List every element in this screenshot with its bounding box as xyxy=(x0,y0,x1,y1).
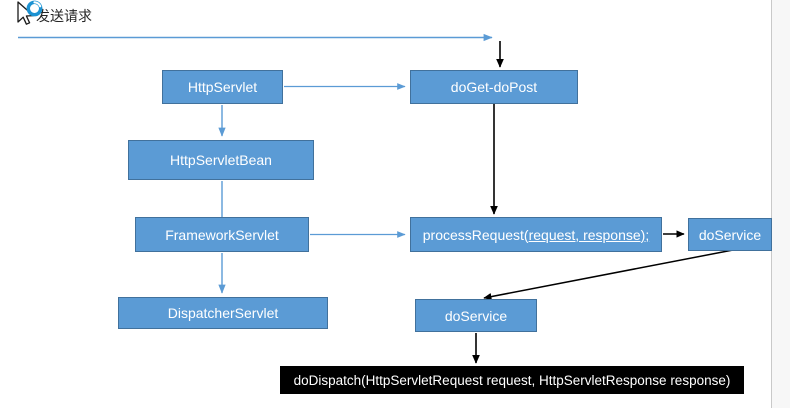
node-label: FrameworkServlet xyxy=(165,226,279,243)
node-http-servlet[interactable]: HttpServlet xyxy=(162,70,283,104)
node-process-request[interactable]: processRequest(request, response); xyxy=(410,217,662,252)
node-do-dispatch-bar[interactable]: doDispatch(HttpServletRequest request, H… xyxy=(280,366,744,394)
node-label: HttpServlet xyxy=(187,79,258,95)
node-label: processRequest( xyxy=(422,226,529,243)
doservice-right-to-lower-arrow xyxy=(483,249,734,301)
bar-label: doDispatch(HttpServletRequest request, H… xyxy=(293,372,731,388)
node-do-service-lower[interactable]: doService xyxy=(415,299,537,332)
node-label: DispatcherServlet xyxy=(167,305,279,321)
node-label: HttpServletBean xyxy=(170,152,272,168)
page-gutter xyxy=(771,0,790,408)
node-label: doService xyxy=(444,307,508,324)
node-do-service-right[interactable]: doService xyxy=(688,218,772,251)
node-do-get-do-post[interactable]: doGet-doPost xyxy=(410,70,578,104)
node-label-underlined: request, response); xyxy=(528,226,650,243)
node-dispatcher-servlet[interactable]: DispatcherServlet xyxy=(118,297,328,329)
node-http-servlet-bean[interactable]: HttpServletBean xyxy=(128,140,314,180)
page-caption: 发送请求 xyxy=(36,8,92,24)
cursor-group xyxy=(14,0,60,32)
loading-spinner-icon xyxy=(26,0,43,17)
node-framework-servlet[interactable]: FrameworkServlet xyxy=(135,217,309,252)
node-label: doGet-doPost xyxy=(450,79,538,95)
node-label: doService xyxy=(698,226,762,243)
